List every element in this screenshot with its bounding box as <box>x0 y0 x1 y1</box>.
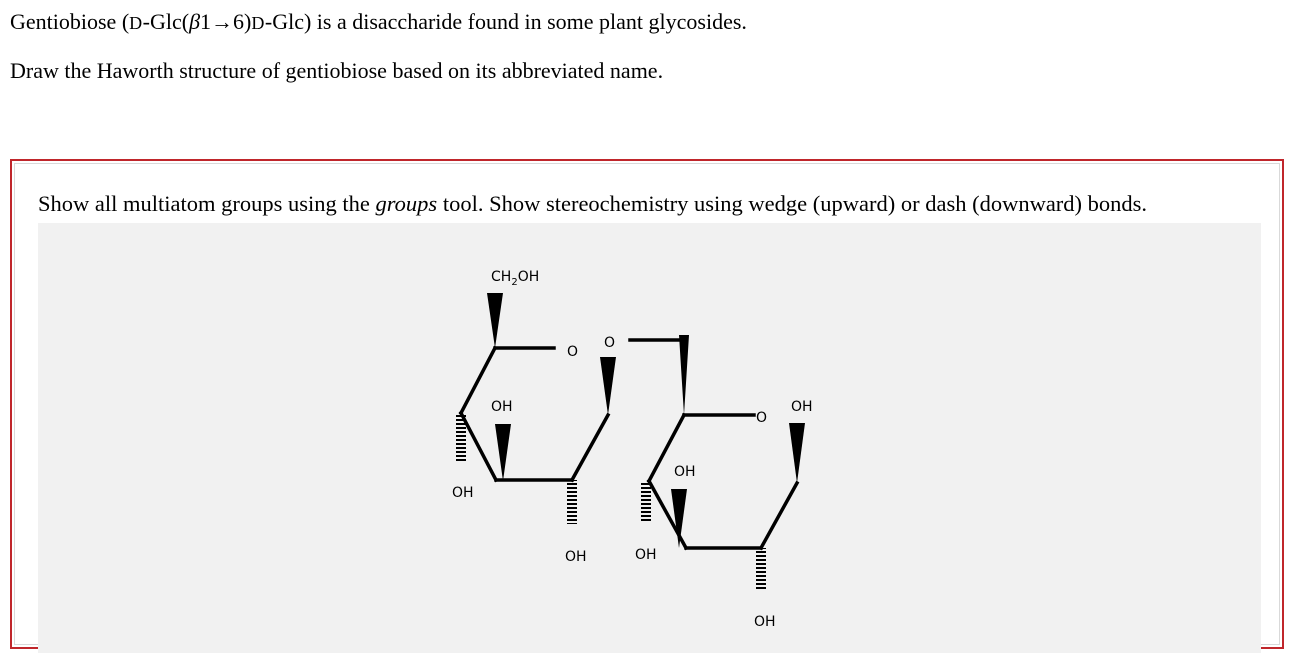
oh-r1-c4-bottom: OH <box>452 485 474 501</box>
question-line-1: Gentiobiose (D-Glc(β1→6)D-Glc) is a disa… <box>10 9 747 35</box>
dash-r2-c2-oh <box>756 548 766 590</box>
drawing-canvas[interactable]: CH2OH O O O OH OH OH OH OH OH OH <box>38 223 1261 653</box>
q1-glc2: -Glc) is a disaccharide found in some pl… <box>264 9 747 34</box>
dash-r1-c2-oh <box>567 480 577 524</box>
oh-r2-c2-bottom: OH <box>754 614 776 630</box>
glycosidic-oxygen-label: O <box>604 335 615 351</box>
ring2-bond-c2-c1 <box>758 480 800 551</box>
instruction-groups: groups <box>375 191 438 216</box>
question-line-2: Draw the Haworth structure of gentiobios… <box>10 58 664 83</box>
wedge-r2-c1-oh <box>789 423 805 483</box>
oh-r2-c4-top: OH <box>674 464 696 480</box>
ring1-bond-c4-c3 <box>458 410 499 483</box>
instruction-text: Show all multiatom groups using the grou… <box>38 191 1147 217</box>
q1-d2: D <box>251 13 265 33</box>
ring1-bond-c2-c1 <box>569 412 611 483</box>
haworth-structure: CH2OH O O O OH OH OH OH OH OH OH <box>452 269 813 630</box>
ring1-oxygen-label: O <box>567 344 578 360</box>
instruction-before: Show all multiatom groups using the <box>38 191 376 216</box>
oh-r1-c3-top: OH <box>491 399 513 415</box>
instruction-after: tool. Show stereochemistry using wedge (… <box>437 191 1148 216</box>
oh-r2-c1-top: OH <box>791 399 813 415</box>
wedge-r2-c4-oh <box>671 489 687 548</box>
oh-r2-c4-bottom: OH <box>635 547 657 563</box>
oh-r1-c2-bottom: OH <box>565 549 587 565</box>
wedge-r2-c6 <box>679 335 689 415</box>
ring2-bond-c5-c4 <box>646 412 687 484</box>
q1-link: 1→6) <box>200 9 252 34</box>
ch2oh-label: CH2OH <box>491 269 539 288</box>
wedge-r1-c1-o <box>600 357 616 415</box>
dash-r1-c4-oh <box>456 413 466 463</box>
answer-panel: Show all multiatom groups using the grou… <box>10 159 1284 653</box>
wedge-c5-ch2oh <box>487 293 503 348</box>
q1-prefix: Gentiobiose ( <box>10 9 130 34</box>
q1-beta: β <box>189 9 201 34</box>
ring1-bond-c5-c4 <box>458 345 498 416</box>
ring2-oxygen-label: O <box>756 410 767 426</box>
dash-r2-c4-bottom-oh <box>641 481 651 523</box>
wedge-r1-c3-oh <box>495 424 511 481</box>
q1-glc1: -Glc( <box>142 9 190 34</box>
q1-d1: D <box>129 13 143 33</box>
